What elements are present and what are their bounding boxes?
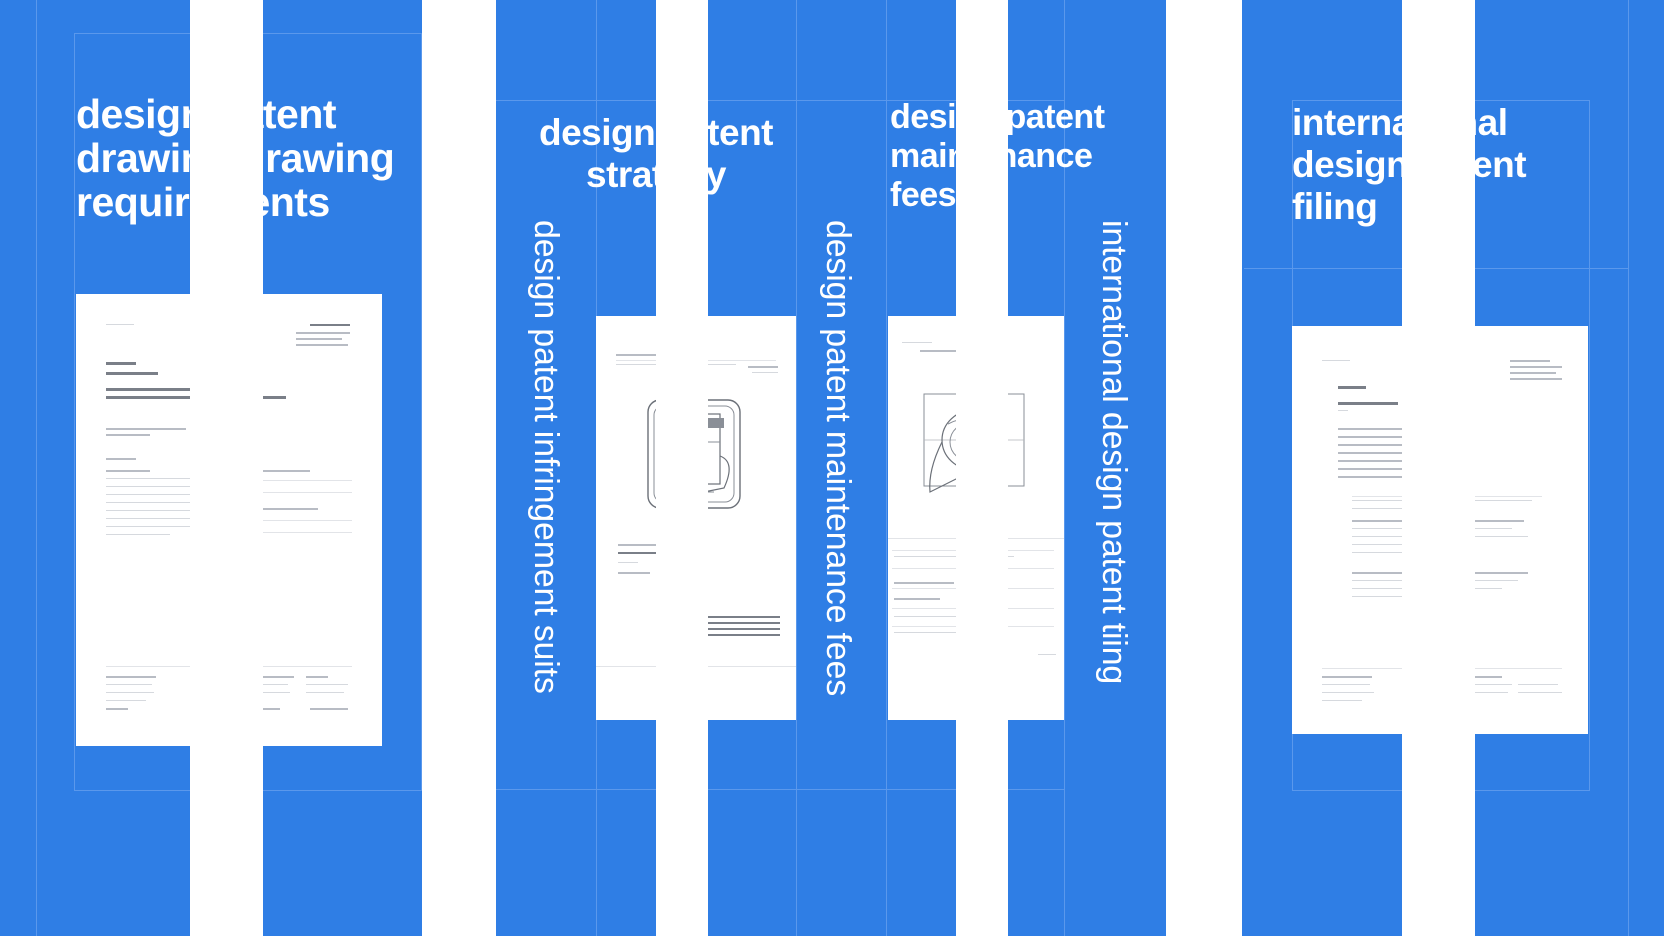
panel-3-vertical-title: design patent maintenance fees (819, 220, 857, 697)
guide-line (496, 789, 1064, 790)
guide-line (496, 100, 1064, 101)
panel-3-title: design patent maintenance fees (890, 98, 1105, 214)
guide-line (1064, 0, 1065, 936)
white-gap-band (1402, 0, 1475, 936)
guide-line (886, 0, 887, 936)
guide-line (36, 0, 37, 936)
white-gap-band (656, 0, 708, 936)
white-gap-band (190, 0, 263, 936)
panel-4-vertical-title: international design patent tiing (1095, 220, 1133, 685)
white-gap-band (956, 0, 1008, 936)
guide-line (1628, 0, 1629, 936)
guide-line (796, 0, 797, 936)
panel-2-vertical-title: design patent infringement suits (527, 220, 565, 694)
white-gap-band (1166, 0, 1242, 936)
white-gap-band (422, 0, 496, 936)
